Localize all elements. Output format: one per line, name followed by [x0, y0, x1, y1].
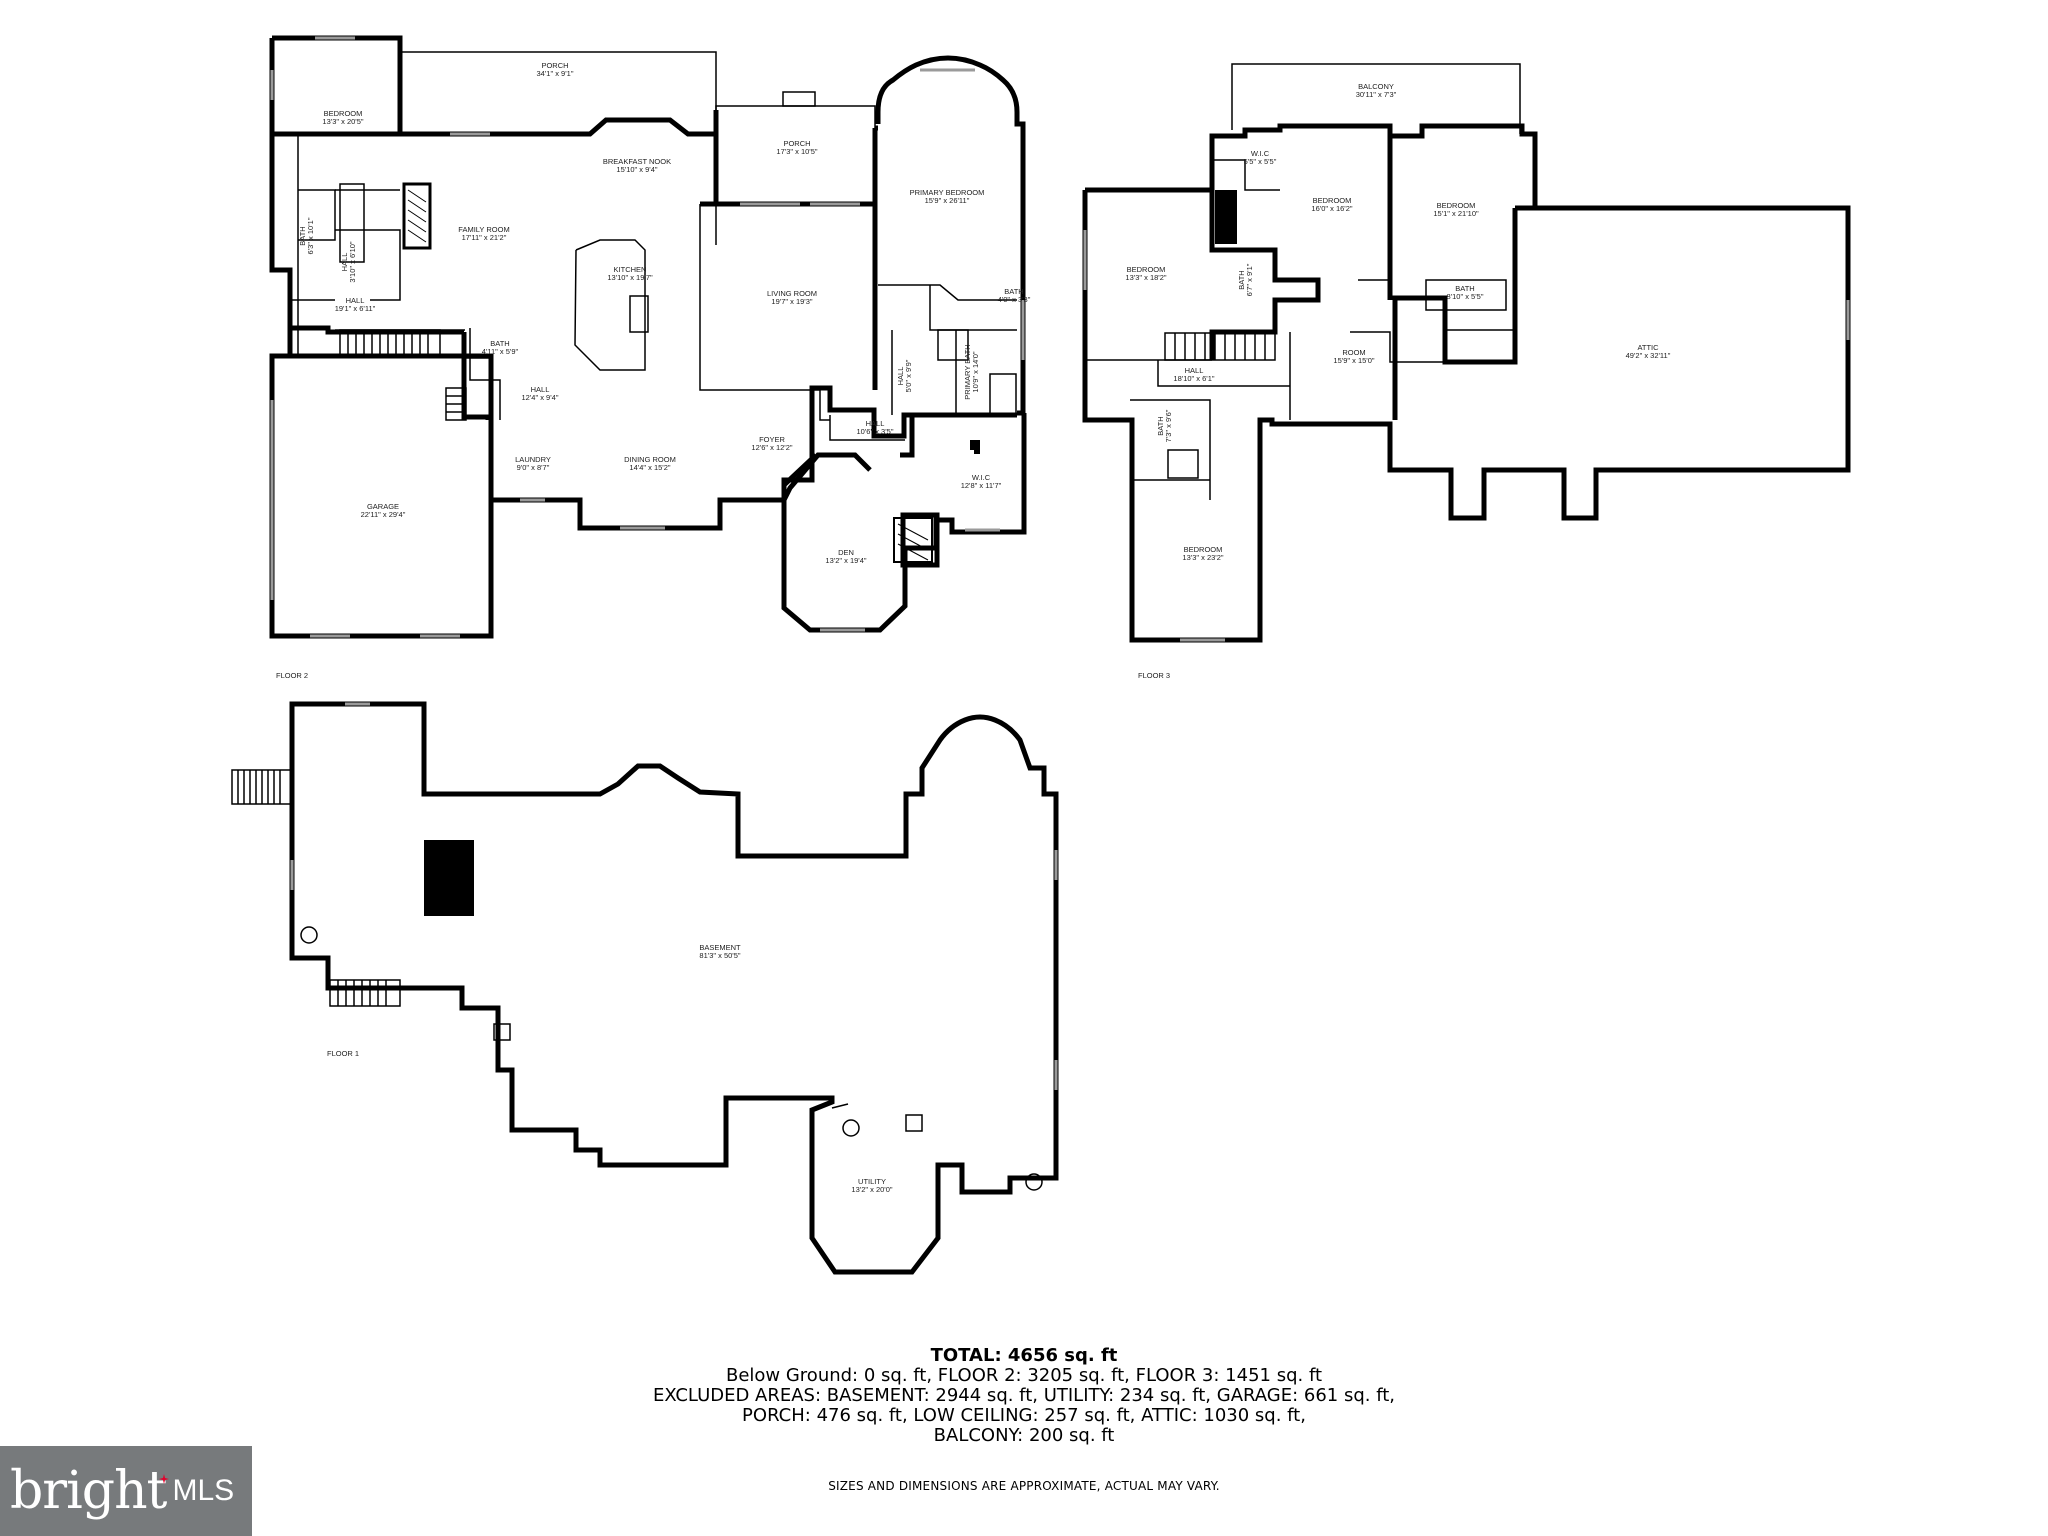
room-label: BATH6'7" x 9'1"	[1237, 263, 1254, 296]
disclaimer: SIZES AND DIMENSIONS ARE APPROXIMATE, AC…	[828, 1479, 1220, 1493]
bright-mls-logo: bright MLS	[0, 1446, 252, 1536]
floor-3-stairs	[1164, 332, 1276, 361]
floor-2-label: FLOOR 2	[276, 671, 308, 680]
floor-1-stairs	[231, 769, 401, 1007]
area-summary: TOTAL: 4656 sq. ft Below Ground: 0 sq. f…	[524, 1346, 1524, 1446]
room-label: BATH7'3" x 9'6"	[1156, 409, 1173, 442]
room-label: BATH6'3" x 10'1"	[298, 217, 315, 254]
logo-spark-icon	[159, 1474, 169, 1484]
room-label: HALL5'0" x 9'9"	[896, 359, 913, 392]
floor-1-label: FLOOR 1	[327, 1049, 359, 1058]
garage-walls	[269, 353, 494, 639]
area-line-4: BALCONY: 200 sq. ft	[933, 1425, 1115, 1446]
floor-3-label: FLOOR 3	[1138, 671, 1170, 680]
total-area: TOTAL: 4656 sq. ft	[930, 1345, 1118, 1366]
area-line-1: Below Ground: 0 sq. ft, FLOOR 2: 3205 sq…	[725, 1365, 1323, 1386]
logo-suffix: MLS	[172, 1474, 235, 1507]
floor-2-stairs	[339, 329, 467, 421]
room-label: PRIMARY BATH10'9" x 14'0"	[963, 344, 980, 399]
logo-word: bright	[10, 1461, 167, 1521]
area-line-2: EXCLUDED AREAS: BASEMENT: 2944 sq. ft, U…	[652, 1385, 1396, 1406]
area-line-3: PORCH: 476 sq. ft, LOW CEILING: 257 sq. …	[742, 1405, 1306, 1426]
room-label: HALL3'10" x 6'10"	[340, 241, 357, 282]
